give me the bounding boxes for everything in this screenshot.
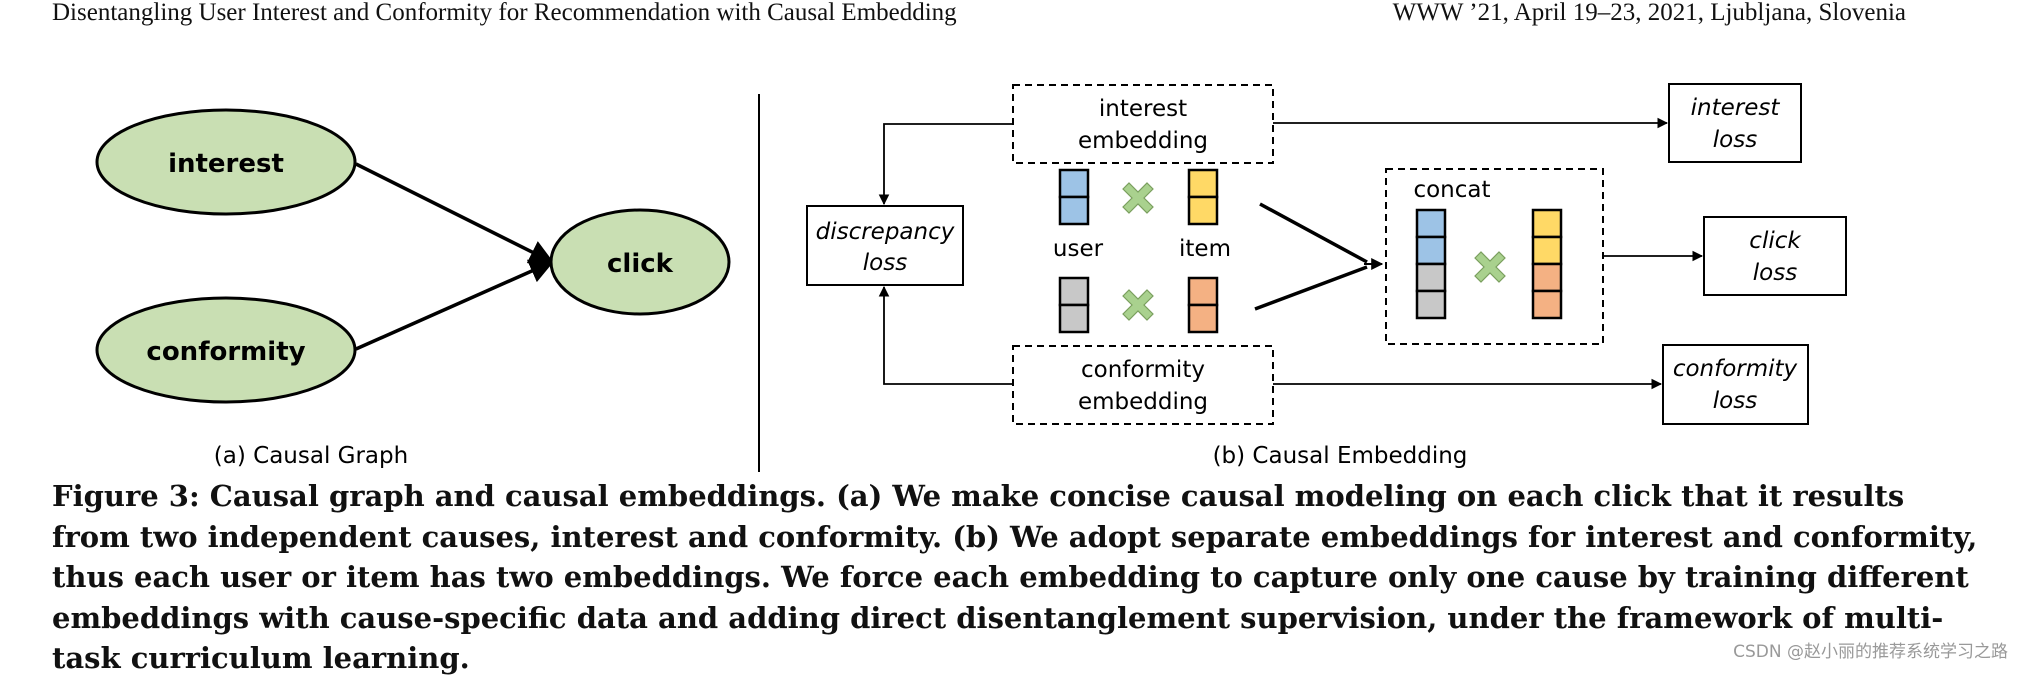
- times-icon: [1122, 182, 1154, 214]
- concat-item-vector: [1531, 208, 1563, 320]
- conformity-embedding-label-1: conformity: [1081, 357, 1205, 383]
- interest-to-discrepancy-arrow: [878, 123, 1013, 206]
- causal-graph: interest conformity click (a) Causal Gra…: [95, 108, 731, 469]
- conformity-loss-label-1: conformity: [1673, 356, 1798, 382]
- figure-caption: Figure 3: Causal graph and causal embedd…: [52, 479, 1978, 675]
- interest-user-vector: [1058, 168, 1090, 226]
- click-loss-label-2: loss: [1753, 260, 1797, 286]
- concat-label: concat: [1413, 177, 1490, 203]
- discrepancy-loss-label-1: discrepancy: [816, 219, 955, 245]
- conformity-embedding-label-2: embedding: [1078, 389, 1208, 415]
- conformity-loss-label-2: loss: [1713, 388, 1757, 414]
- panel-a-label: (a) Causal Graph: [214, 443, 408, 469]
- panel-b-label: (b) Causal Embedding: [1213, 443, 1468, 469]
- click-loss-box: [1703, 216, 1847, 296]
- node-click: [549, 208, 731, 316]
- conformity-item-vector: [1187, 276, 1219, 334]
- interest-embedding-label-2: embedding: [1078, 128, 1208, 154]
- discrepancy-loss-box: [806, 205, 964, 286]
- interest-loss-label-1: interest: [1691, 95, 1781, 121]
- edge-conformity-click: [355, 259, 555, 351]
- click-loss-label-1: click: [1749, 228, 1802, 254]
- times-icon: [1122, 289, 1154, 321]
- node-conformity: [95, 296, 357, 404]
- node-click-label: click: [607, 249, 674, 279]
- times-icon: [1474, 251, 1506, 283]
- node-interest-label: interest: [168, 149, 284, 179]
- interest-embedding-label-1: interest: [1099, 96, 1187, 122]
- interest-item-vector: [1187, 168, 1219, 226]
- causal-embedding-diagram: interest embedding conformity embedding …: [806, 83, 1847, 469]
- venue-info: WWW ’21, April 19–23, 2021, Ljubljana, S…: [1392, 0, 1906, 26]
- item-label: item: [1179, 236, 1231, 262]
- interest-loss-label-2: loss: [1713, 127, 1757, 153]
- watermark: CSDN @赵小丽的推荐系统学习之路: [1733, 642, 2008, 662]
- conformity-to-discrepancy-arrow: [878, 285, 1013, 385]
- discrepancy-loss-label-2: loss: [863, 250, 907, 276]
- conformity-user-vector: [1058, 276, 1090, 334]
- merge-arrows: [1254, 202, 1384, 311]
- node-interest: [95, 108, 357, 216]
- edge-interest-click: [355, 162, 555, 264]
- paper-title: Disentangling User Interest and Conformi…: [52, 0, 957, 26]
- conformity-embedding-box: [1012, 345, 1274, 425]
- node-conformity-label: conformity: [146, 337, 305, 367]
- page-header: Disentangling User Interest and Conformi…: [0, 0, 2022, 34]
- interest-loss-box: [1668, 83, 1802, 163]
- user-label: user: [1053, 236, 1104, 262]
- concat-user-vector: [1415, 208, 1447, 320]
- conformity-loss-box: [1662, 344, 1809, 425]
